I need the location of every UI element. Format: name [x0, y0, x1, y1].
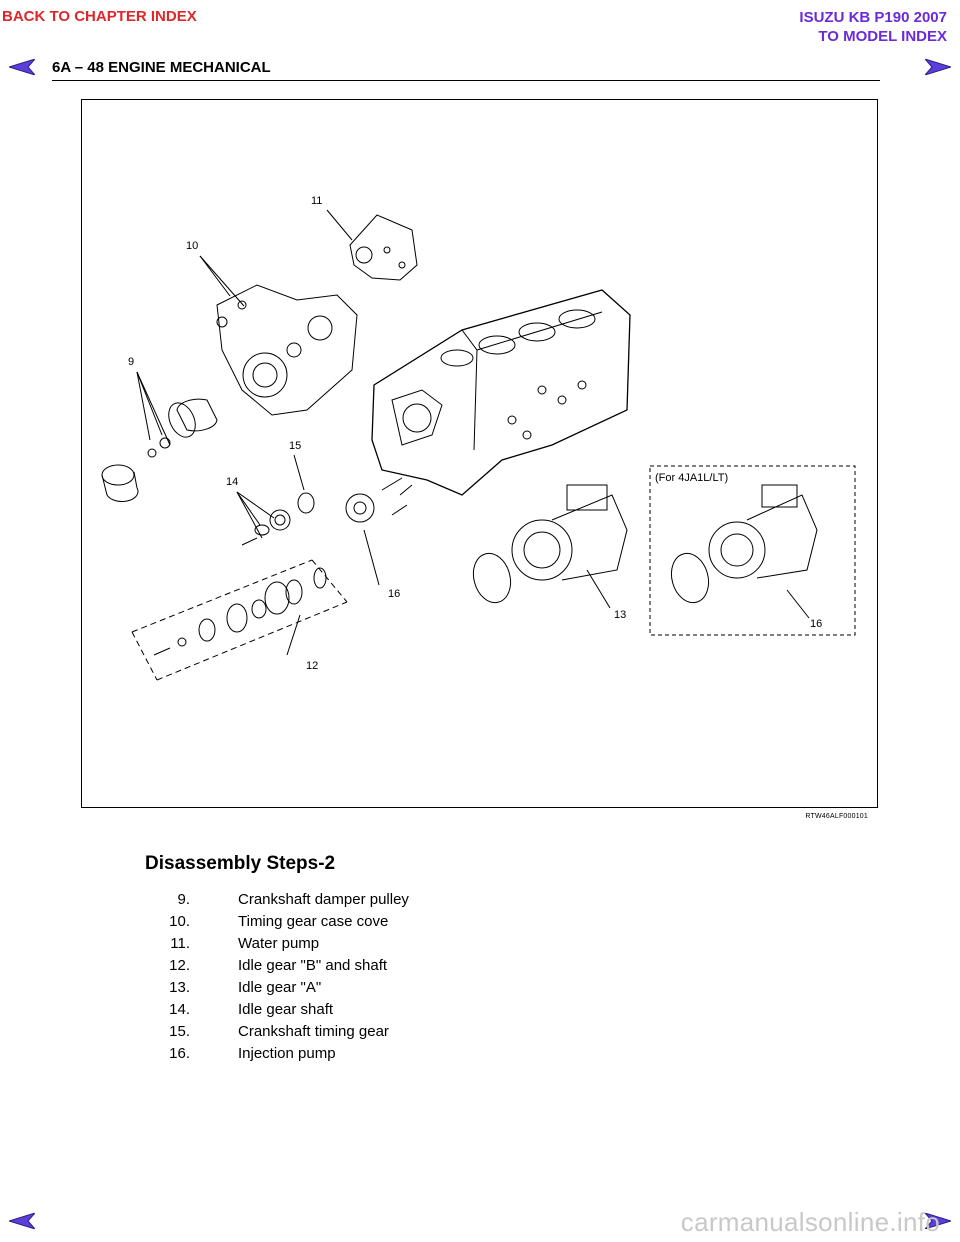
back-to-chapter-index-link[interactable]: BACK TO CHAPTER INDEX	[2, 8, 197, 25]
figure-callouts: 11 10 9 15 14 16 12 13 16 (For 4JA1L/LT)	[128, 195, 822, 672]
prev-page-arrow-bottom-icon[interactable]	[9, 1213, 35, 1229]
step-text: Crankshaft timing gear	[238, 1023, 389, 1040]
step-number: 9.	[177, 891, 190, 908]
callout-11: 11	[311, 195, 322, 207]
cylinder-block	[371, 289, 631, 496]
callout-16-inset: 16	[810, 618, 822, 630]
step-text: Idle gear "A"	[238, 979, 322, 996]
next-page-arrow-bottom-icon[interactable]	[925, 1213, 951, 1229]
figure-code: RTW46ALF000101	[805, 813, 868, 820]
step-text: Timing gear case cove	[238, 913, 389, 930]
step-text: Idle gear "B" and shaft	[238, 957, 388, 974]
step-number: 12.	[169, 957, 190, 974]
to-model-index-link[interactable]: TO MODEL INDEX	[818, 28, 947, 45]
step-number: 13.	[169, 979, 190, 996]
callout-9: 9	[128, 356, 134, 368]
crankshaft-timing-gear	[345, 493, 375, 523]
injection-pump	[511, 519, 573, 581]
step-number: 14.	[169, 1001, 190, 1018]
inset-box-4ja1l	[649, 465, 856, 636]
step-number: 11.	[170, 935, 190, 952]
step-number: 15.	[169, 1023, 190, 1040]
next-page-arrow-icon[interactable]	[925, 59, 951, 75]
callout-10: 10	[186, 240, 198, 252]
step-text: Idle gear shaft	[238, 1001, 334, 1018]
step-text: Injection pump	[238, 1045, 336, 1062]
step-number: 10.	[169, 913, 190, 930]
step-text: Crankshaft damper pulley	[238, 891, 409, 908]
footer-watermark: carmanualsonline.info	[680, 1207, 940, 1237]
water-pump	[349, 214, 418, 281]
callout-15: 16	[388, 588, 400, 600]
page-header: 6A – 48 ENGINE MECHANICAL	[52, 59, 271, 76]
idle-gear-b-assembly	[131, 559, 348, 681]
model-title-link[interactable]: ISUZU KB P190 2007	[799, 9, 947, 26]
engine-illustration: 11 10 9 15 14 16 12 13 16 (For 4JA1L/LT)	[101, 195, 856, 681]
inset-label: (For 4JA1L/LT)	[655, 472, 728, 484]
callout-13: 14	[226, 476, 238, 488]
section-title: Disassembly Steps-2	[145, 853, 336, 874]
header-rule	[52, 80, 880, 81]
step-number: 16.	[169, 1045, 190, 1062]
callout-14: 15	[289, 440, 301, 452]
callout-12: 12	[306, 660, 318, 672]
callout-16: 13	[614, 609, 626, 621]
prev-page-arrow-icon[interactable]	[9, 59, 35, 75]
exploded-engine-figure: 11 10 9 15 14 16 12 13 16 (For 4JA1L/LT)	[81, 99, 878, 808]
step-text: Water pump	[238, 935, 320, 952]
